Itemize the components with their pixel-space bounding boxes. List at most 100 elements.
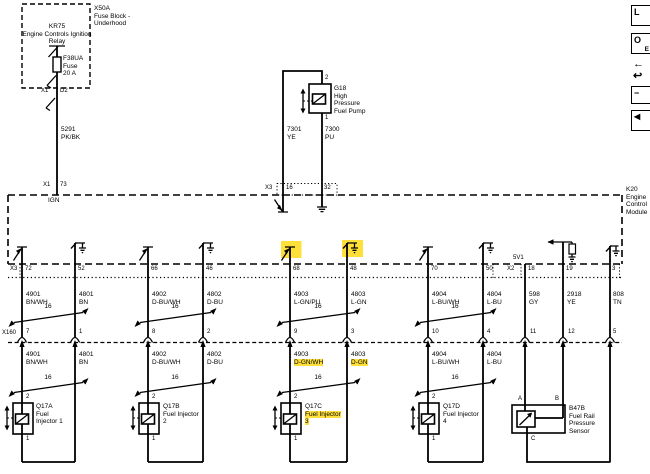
twist-gauge-label: 16 [451,303,459,310]
ecm-outline [7,194,623,265]
ecm-pin: 3 [612,266,616,272]
relay-contact-symbol [48,45,65,58]
zoom-out-button[interactable]: − [631,86,650,104]
ecm-pin: 70 [431,266,438,272]
fuse-block-outline [21,3,91,89]
pressure-sensor-box [511,404,566,434]
injector4-pin2: 2 [432,394,436,400]
pump-pin-32-label: 32 [324,185,331,191]
component-boxes [12,56,577,435]
connector-x3-label: X3 [10,266,18,272]
back-triangle-icon: ◀ [634,112,641,121]
injector1-pin2: 2 [26,394,30,400]
back-button[interactable]: ◀ [631,110,650,131]
sensor-pin-a: A [518,396,523,402]
connector-x1-label: X1 [41,88,49,94]
injector4-pin1: 1 [432,436,436,442]
pump-pin2-label: 2 [325,75,329,81]
injector4-coil [420,413,436,425]
module-boundaries [7,3,623,344]
injector3-pin2: 2 [294,394,298,400]
ecm-pin: 66 [151,266,158,272]
twist-gauge-label: 16 [44,303,52,310]
pump-pin-16-label: 16 [286,185,293,191]
x160-pin: 1 [79,329,83,335]
x160-terminal-arcs [16,336,616,343]
x160-pin: 2 [207,329,211,335]
ecm-pin: 52 [78,266,85,272]
x160-pin: 8 [152,329,156,335]
x160-pin: 7 [26,329,30,335]
wire-7300-label: 7300 PU [325,126,340,141]
arrow-left-icon[interactable]: ← [633,58,644,70]
wire-7301-label: 7301 YE [287,126,302,141]
injector1-pin1: 1 [26,436,30,442]
e-icon: E [644,46,649,53]
ecm-pin: 72 [25,266,32,272]
injector3-coil [282,413,298,425]
twist-gauge-label: 16 [314,374,322,381]
connector-x2-label: X2 [507,266,515,272]
connector-x160-label: X160 [2,330,17,336]
wires [21,46,611,463]
curved-arrow-icon[interactable]: ↩ [633,70,643,82]
pump-pin1-label: 1 [325,115,329,121]
terminal-contact-symbols [45,75,57,112]
x160-pin: 9 [294,329,298,335]
connector-x3-pump-label: X3 [265,185,273,191]
x160-pin: 4 [487,329,491,335]
sensor-pin-c: C [531,436,536,442]
x160-pin: 10 [432,329,439,335]
toolbar-button-l[interactable]: L [631,5,650,26]
x160-pin: 12 [568,329,575,335]
ecm-label: K20 Engine Control Module [626,186,648,216]
actuator-arrow-stems [6,92,414,427]
pin-separators [19,264,620,278]
ecm-pin: 18 [528,266,535,272]
ecm-pin: 19 [566,266,573,272]
o-icon: O [634,35,642,45]
pump-ground-symbol [317,206,327,213]
x160-pin: 3 [351,329,355,335]
ecm-pin: 50 [486,266,493,272]
injector2-pin1: 1 [152,436,156,442]
sensor-pin-b: B [555,396,560,402]
injector3-pin1: 1 [294,436,298,442]
injector2-coil [140,413,156,425]
sensor-reference-circuit [548,241,576,263]
injector2-pin2: 2 [152,394,156,400]
ign-label: IGN [48,197,60,204]
x160-pin: 11 [530,329,537,335]
fuse-symbol [52,56,62,73]
twist-gauge-label: 16 [44,374,52,381]
fuse-label: F38UA Fuse 20 A [63,55,84,77]
ecm-pin: 46 [206,266,213,272]
actuator-links [7,100,420,419]
injector-driver-symbols [12,246,433,261]
ecm-resistor [568,243,577,255]
fuse-block-title: X50A Fuse Block - Underhood [94,5,131,27]
